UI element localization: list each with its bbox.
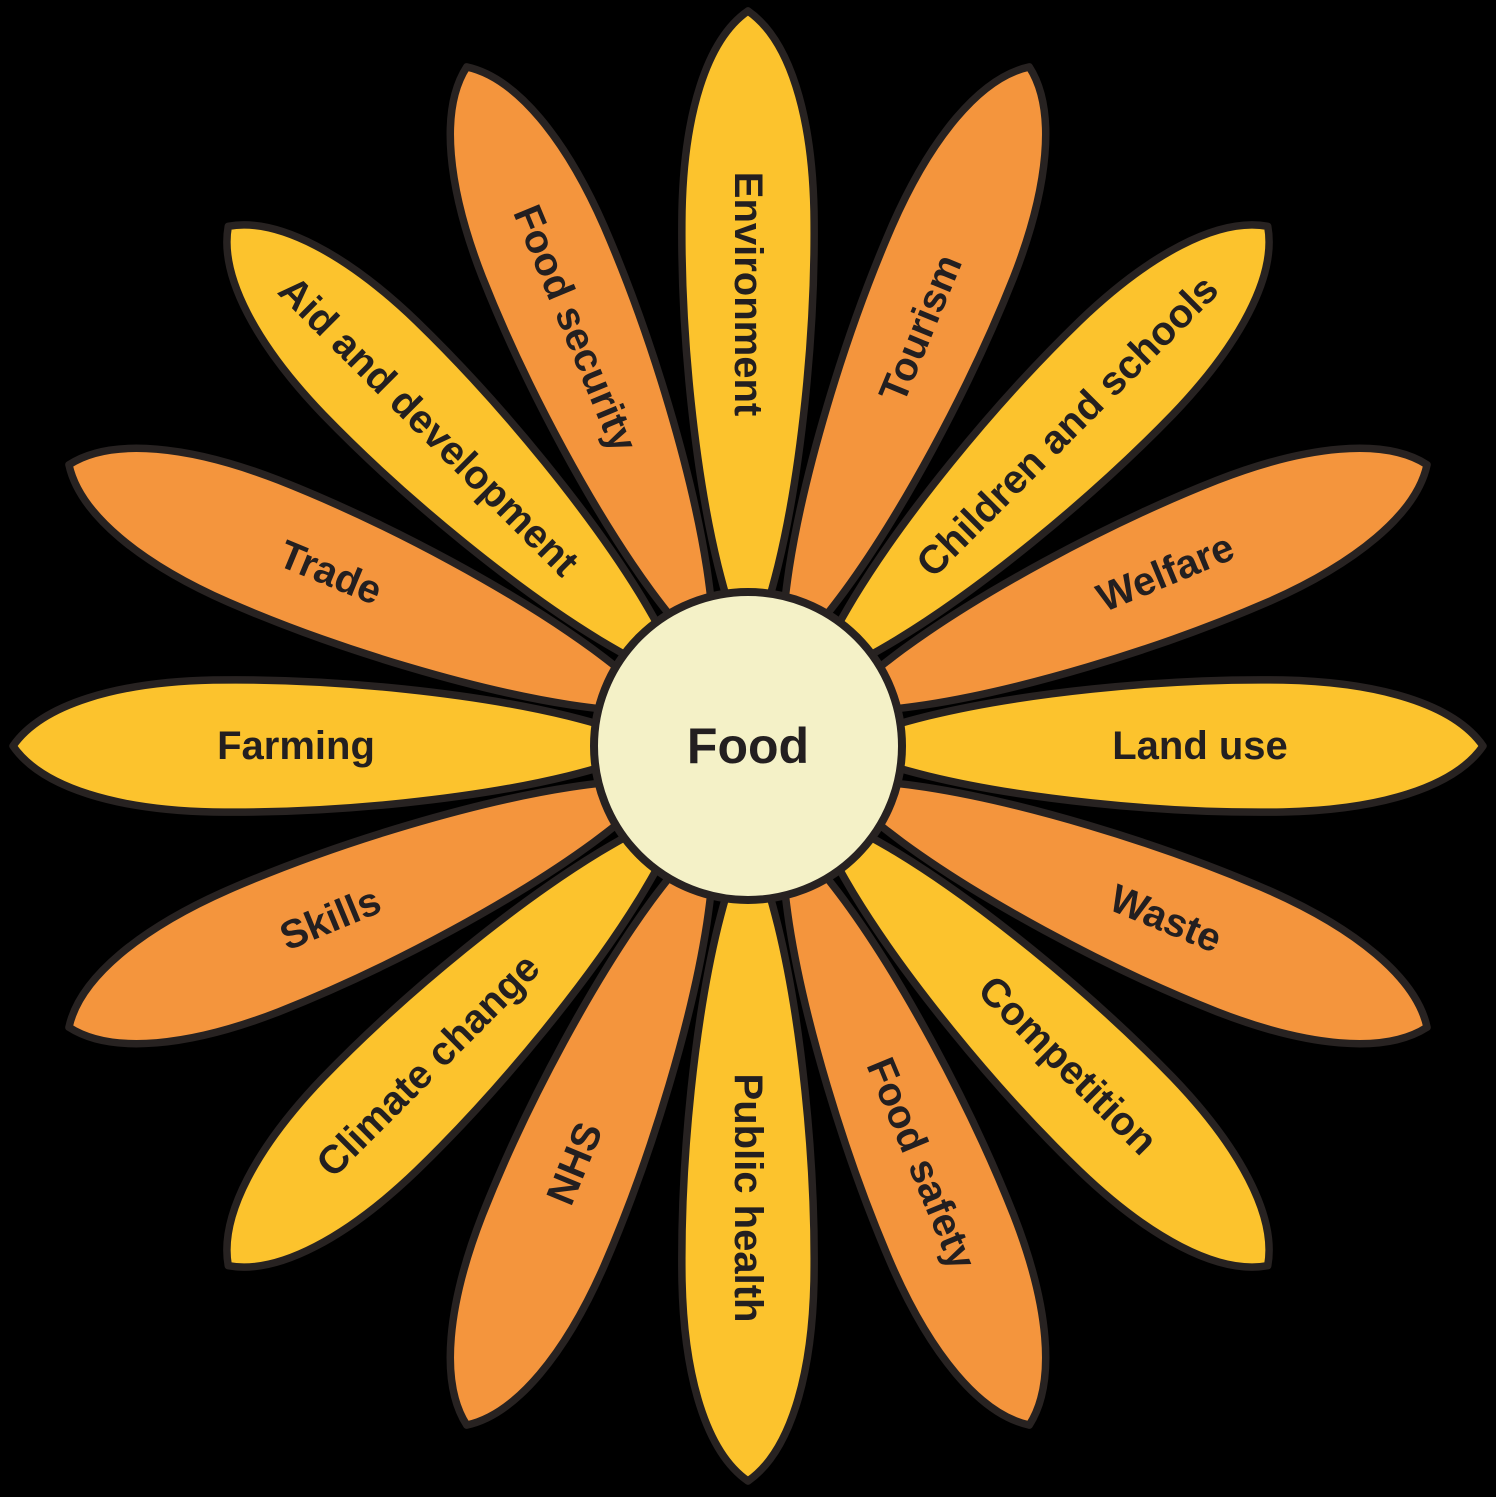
center-label: Food — [687, 718, 809, 774]
center-circle — [590, 588, 906, 904]
petal-tourism: Tourism — [778, 63, 1050, 667]
petal-label-farming: Farming — [217, 724, 375, 768]
petal-label-environment: Environment — [726, 172, 770, 416]
petal-public-health: Public health — [678, 832, 818, 1485]
petal-label-public-health: Public health — [726, 1074, 770, 1323]
petal-welfare: Welfare — [827, 444, 1431, 716]
petal-label-land-use: Land use — [1112, 724, 1288, 768]
petal-waste: Waste — [827, 776, 1431, 1048]
petal-skills: Skills — [65, 776, 669, 1048]
